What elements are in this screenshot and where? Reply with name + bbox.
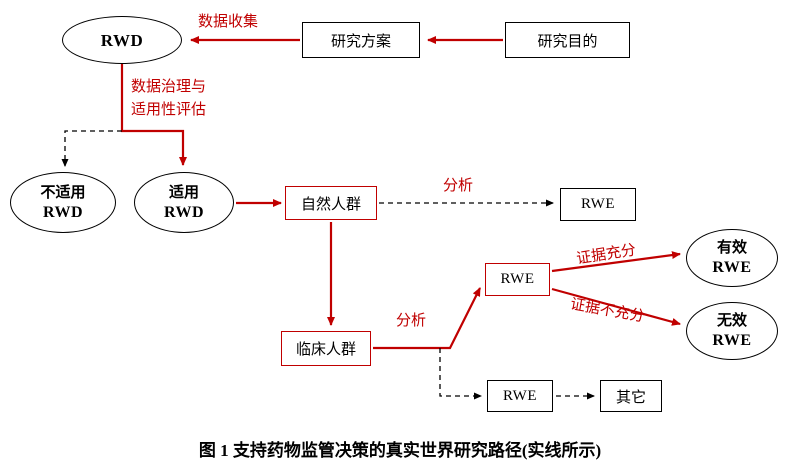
label-data-governance-line2: 适用性评估 [131,102,207,118]
node-suitable-rwd-line2: RWD [163,203,205,221]
node-other-label: 其它 [615,389,646,406]
node-suitable-rwd: 适用 RWD [134,172,234,233]
node-rwe-other: RWE [487,380,553,412]
label-evidence-sufficient: 证据充分 [575,242,638,268]
node-rwd-label: RWD [100,30,144,50]
node-invalid-rwe-line2: RWE [712,332,752,349]
label-data-governance-line1: 数据治理与 [131,79,207,95]
label-evidence-insufficient: 证据不充分 [568,296,646,326]
node-clinical-population: 临床人群 [281,331,371,366]
node-research-plan: 研究方案 [302,22,420,58]
node-research-plan-label: 研究方案 [330,33,391,50]
node-rwe-other-label: RWE [503,387,537,404]
node-research-objective: 研究目的 [505,22,630,58]
label-data-governance: 数据治理与 适用性评估 [131,76,206,122]
node-rwe-natural-label: RWE [581,196,615,212]
label-analysis-top: 分析 [443,178,474,194]
node-unsuitable-rwd-line1: 不适用 [40,184,86,201]
node-suitable-rwd-line1: 适用 [168,184,199,201]
node-natural-population-label: 自然人群 [300,196,361,213]
node-clinical-population-label: 临床人群 [295,342,356,358]
arrow-clinical-to-rwe-other [439,348,482,400]
node-invalid-rwe: 无效 RWE [686,302,778,360]
node-rwe-clinical-label: RWE [500,271,535,287]
node-other: 其它 [600,380,662,412]
node-unsuitable-rwd: 不适用 RWD [10,172,116,233]
node-valid-rwe: 有效 RWE [686,229,778,287]
node-research-objective-label: 研究目的 [537,33,598,50]
arrow-clinical-to-rwe [373,287,481,350]
figure-caption: 图 1 支持药物监管决策的真实世界研究路径(实线所示) [198,441,602,460]
node-rwe-natural: RWE [560,188,636,221]
node-valid-rwe-line2: RWE [712,259,752,276]
node-unsuitable-rwd-line2: RWD [42,203,84,221]
node-valid-rwe-line1: 有效 [716,240,747,256]
node-invalid-rwe-line1: 无效 [716,313,747,329]
node-rwd: RWD [62,16,182,64]
label-analysis-bottom: 分析 [396,313,427,329]
label-data-collection: 数据收集 [198,14,259,30]
node-natural-population: 自然人群 [285,186,377,220]
node-rwe-clinical: RWE [485,263,550,296]
arrow-rwd-to-unsuitable [61,130,122,167]
